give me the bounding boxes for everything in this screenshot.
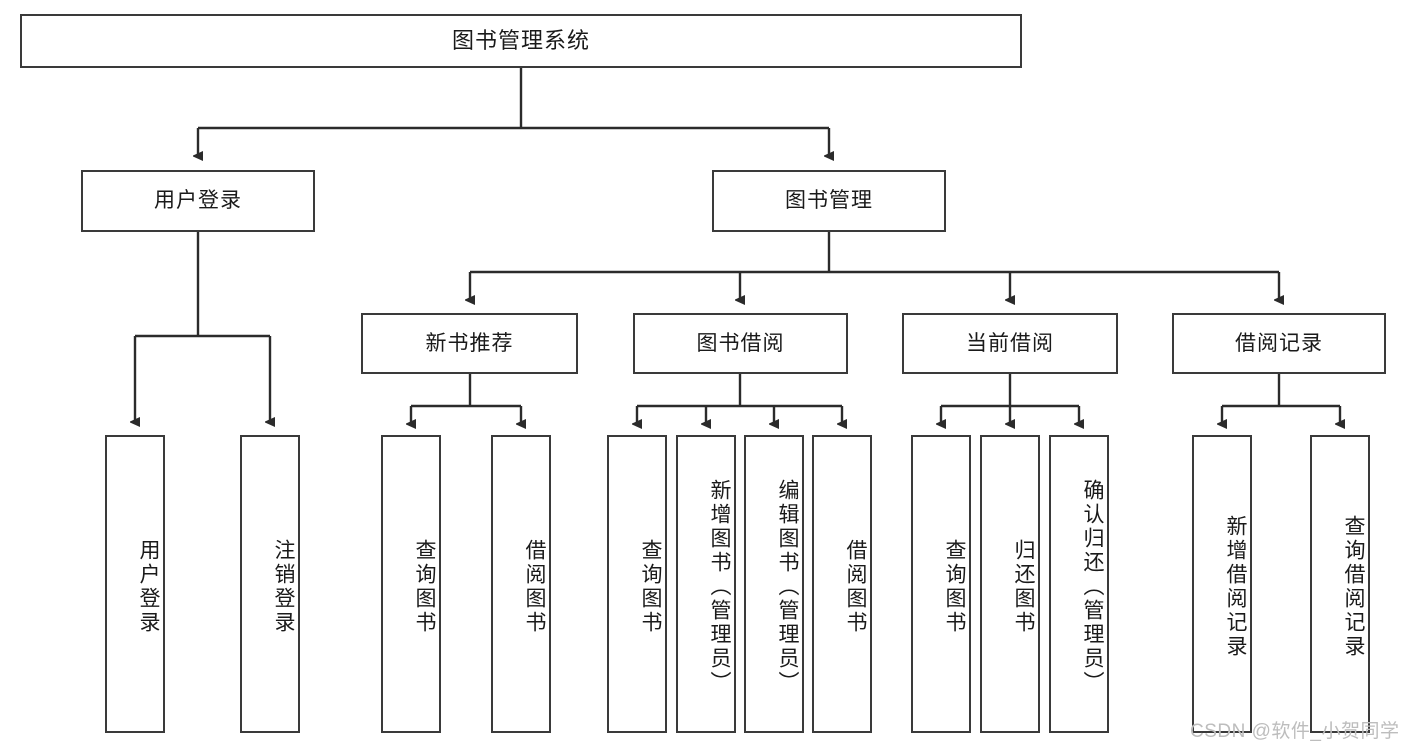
node-new-book-recommend[interactable]: 新书推荐: [361, 313, 578, 374]
node-label: 查询图书: [413, 539, 436, 635]
node-label: 查询图书: [639, 539, 662, 635]
node-label: 借阅图书: [844, 539, 867, 635]
leaf-user-login-logout[interactable]: 注销登录: [240, 435, 300, 733]
node-label: 借阅记录: [1235, 331, 1323, 355]
leaf-book-borrow-query[interactable]: 查询图书: [607, 435, 667, 733]
node-label: 当前借阅: [966, 331, 1054, 355]
leaf-borrow-record-query[interactable]: 查询借阅记录: [1310, 435, 1370, 733]
node-label: 新增图书（管理员）: [708, 479, 731, 695]
node-label: 借阅图书: [523, 539, 546, 635]
node-current-borrow[interactable]: 当前借阅: [902, 313, 1118, 374]
node-label: 用户登录: [154, 189, 242, 213]
node-label: 编辑图书（管理员）: [776, 479, 799, 695]
node-book-management[interactable]: 图书管理: [712, 170, 946, 232]
leaf-current-borrow-return[interactable]: 归还图书: [980, 435, 1040, 733]
leaf-new-book-borrow[interactable]: 借阅图书: [491, 435, 551, 733]
node-label: 查询图书: [943, 539, 966, 635]
node-label: 用户登录: [137, 539, 160, 635]
node-label: 归还图书: [1012, 539, 1035, 635]
node-borrow-record[interactable]: 借阅记录: [1172, 313, 1386, 374]
node-label: 确认归还（管理员）: [1081, 479, 1104, 695]
node-label: 新书推荐: [425, 331, 514, 355]
leaf-user-login-login[interactable]: 用户登录: [105, 435, 165, 733]
node-label: 新增借阅记录: [1224, 515, 1247, 659]
leaf-current-borrow-confirm-return[interactable]: 确认归还（管理员）: [1049, 435, 1109, 733]
csdn-watermark: CSDN @软件_小贺同学: [1190, 721, 1400, 742]
leaf-book-borrow-edit[interactable]: 编辑图书（管理员）: [744, 435, 804, 733]
node-label: 图书管理系统: [451, 27, 590, 53]
node-book-borrow[interactable]: 图书借阅: [633, 313, 848, 374]
node-label: 图书借阅: [696, 331, 785, 355]
node-root-system[interactable]: 图书管理系统: [20, 14, 1022, 68]
node-label: 查询借阅记录: [1342, 515, 1365, 659]
node-label: 注销登录: [272, 539, 295, 635]
leaf-book-borrow-borrow[interactable]: 借阅图书: [812, 435, 872, 733]
node-label: 图书管理: [785, 189, 873, 213]
node-user-login[interactable]: 用户登录: [81, 170, 315, 232]
leaf-book-borrow-add[interactable]: 新增图书（管理员）: [676, 435, 736, 733]
leaf-borrow-record-add[interactable]: 新增借阅记录: [1192, 435, 1252, 733]
leaf-current-borrow-query[interactable]: 查询图书: [911, 435, 971, 733]
leaf-new-book-query[interactable]: 查询图书: [381, 435, 441, 733]
